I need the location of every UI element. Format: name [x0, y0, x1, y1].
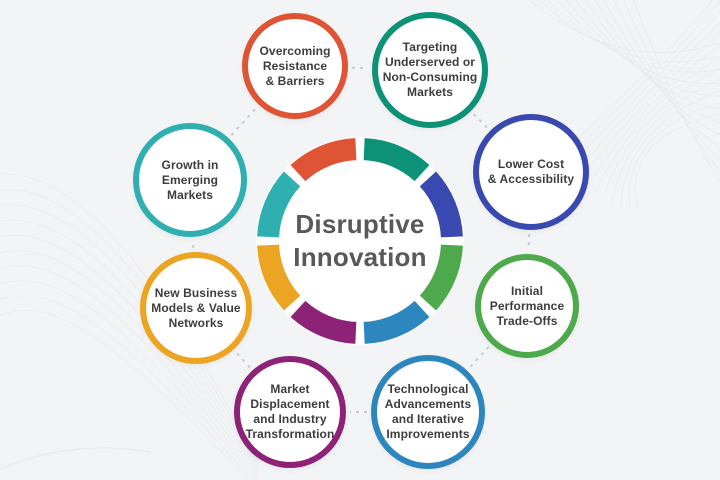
node-label-new-business-models: New Business Models & Value Networks [151, 285, 241, 330]
node-label-initial-performance: Initial Performance Trade-Offs [489, 283, 565, 328]
node-label-lower-cost: Lower Cost & Accessibility [487, 157, 575, 186]
node-technological-advancements: Technological Advancements and Iterative… [371, 355, 485, 469]
node-targeting-underserved-markets: Targeting Underserved or Non-Consuming M… [372, 12, 488, 128]
node-label-technological-advancements: Technological Advancements and Iterative… [384, 382, 472, 441]
node-label-targeting-underserved: Targeting Underserved or Non-Consuming M… [382, 40, 478, 99]
node-lower-cost-accessibility: Lower Cost & Accessibility [473, 114, 589, 230]
dashed-connector-lines [191, 66, 531, 413]
node-label-market-displacement: Market Displacement and Industry Transfo… [245, 382, 335, 441]
node-label-overcoming-resistance: Overcoming Resistance & Barriers [259, 43, 331, 88]
node-label-growth-emerging: Growth in Emerging Markets [161, 157, 219, 202]
center-segmented-ring [256, 137, 464, 345]
node-market-displacement-transformation: Market Displacement and Industry Transfo… [234, 356, 346, 468]
node-new-business-models-networks: New Business Models & Value Networks [140, 252, 252, 364]
node-growth-emerging-markets: Growth in Emerging Markets [133, 123, 247, 237]
node-initial-performance-trade-offs: Initial Performance Trade-Offs [475, 254, 579, 358]
node-overcoming-resistance-barriers: Overcoming Resistance & Barriers [242, 13, 348, 119]
